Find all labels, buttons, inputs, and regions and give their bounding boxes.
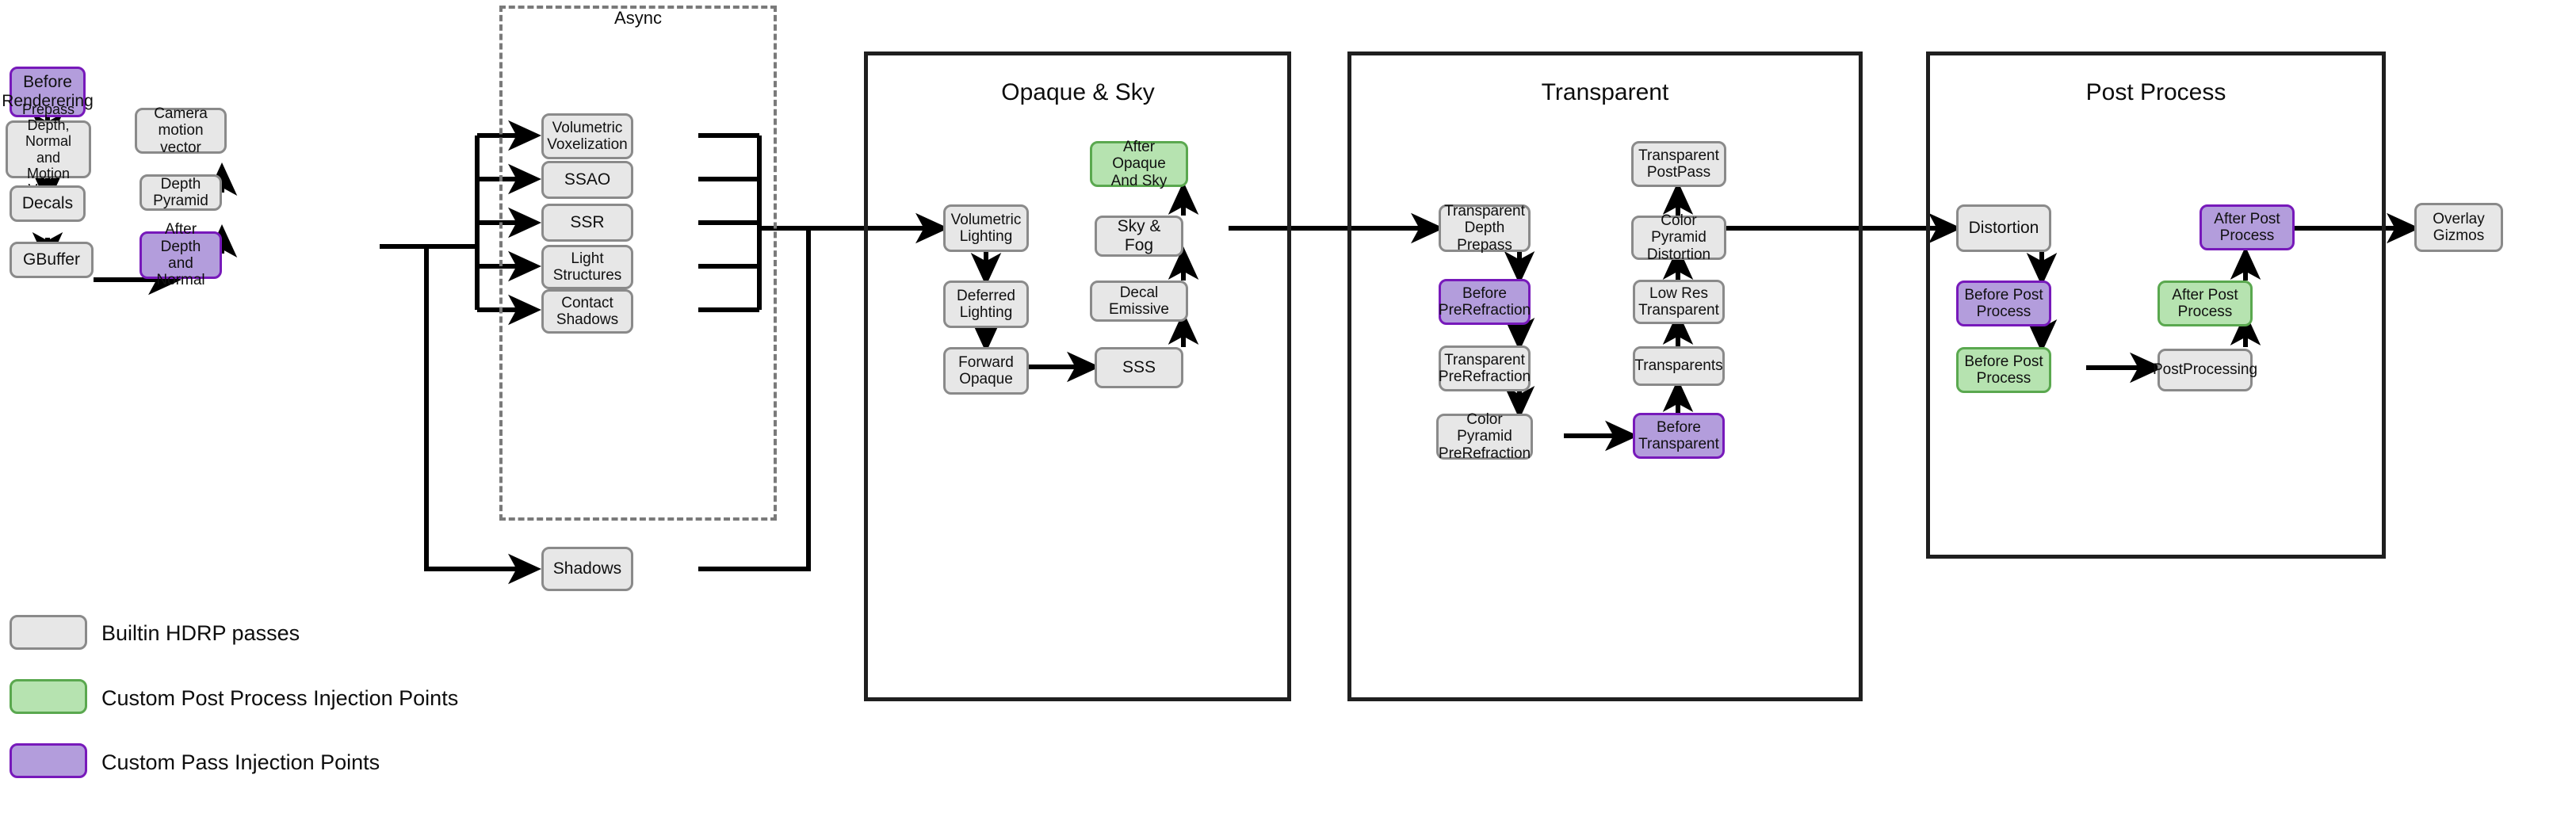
node-after-opaque-and-sky[interactable]: After Opaque And Sky	[1090, 139, 1188, 189]
node-gbuffer[interactable]: GBuffer	[10, 242, 94, 278]
node-forward-opaque[interactable]: Forward Opaque	[943, 347, 1029, 395]
section-title-post-process: Post Process	[2085, 79, 2226, 105]
node-depth-pyramid[interactable]: Depth Pyramid	[140, 174, 222, 211]
node-after-post-process-pass[interactable]: After Post Process	[2200, 204, 2295, 250]
node-ssr[interactable]: SSR	[541, 204, 633, 242]
node-volumetric-lighting[interactable]: Volumetric Lighting	[943, 204, 1029, 252]
section-title-transparent: Transparent	[1541, 79, 1669, 105]
node-postprocessing[interactable]: PostProcessing	[2153, 349, 2257, 391]
node-overlay-gizmos[interactable]: Overlay Gizmos	[2414, 203, 2503, 252]
node-ssao[interactable]: SSAO	[541, 161, 633, 199]
section-opaque-sky	[864, 52, 1291, 701]
node-prepass[interactable]: Prepass Depth, Normal and Motion Vector	[6, 101, 91, 197]
node-volumetric-voxelization[interactable]: Volumetric Voxelization	[541, 113, 633, 159]
node-color-pyramid-distortion[interactable]: Color Pyramid Distortion	[1631, 212, 1726, 263]
node-decal-emissive[interactable]: Decal Emissive	[1090, 281, 1188, 322]
node-transparent-depth-prepass[interactable]: Transparent Depth Prepass	[1439, 203, 1531, 254]
node-decals[interactable]: Decals	[10, 185, 86, 222]
legend-swatch-custom-pass	[10, 743, 87, 778]
node-before-post-process-pass[interactable]: Before Post Process	[1956, 281, 2051, 326]
node-sss[interactable]: SSS	[1095, 347, 1183, 388]
section-post-process	[1926, 52, 2386, 559]
node-shadows[interactable]: Shadows	[541, 547, 633, 591]
node-before-transparent[interactable]: Before Transparent	[1633, 413, 1725, 459]
node-before-rendering[interactable]: Before Renderering	[2, 67, 94, 117]
legend-swatch-custom-post	[10, 679, 87, 714]
node-before-post-process-post[interactable]: Before Post Process	[1956, 347, 2051, 393]
legend-swatch-builtin	[10, 615, 87, 650]
legend-label-builtin: Builtin HDRP passes	[101, 621, 300, 645]
node-camera-motion-vector[interactable]: Camera motion vector	[135, 105, 227, 156]
node-distortion[interactable]: Distortion	[1956, 204, 2051, 252]
node-contact-shadows[interactable]: Contact Shadows	[541, 289, 633, 334]
legend-label-custom-post: Custom Post Process Injection Points	[101, 686, 459, 710]
node-sky-and-fog[interactable]: Sky & Fog	[1095, 216, 1183, 257]
legend-label-custom-pass: Custom Pass Injection Points	[101, 750, 380, 774]
node-color-pyramid-prerefraction[interactable]: Color Pyramid PreRefraction	[1436, 411, 1533, 462]
node-after-depth-and-normal[interactable]: After Depth and Normal	[140, 221, 222, 288]
node-before-prerefraction[interactable]: Before PreRefraction	[1439, 279, 1531, 325]
async-group-title: Async	[614, 8, 662, 28]
node-after-post-process-post[interactable]: After Post Process	[2157, 281, 2253, 326]
node-transparent-postpass[interactable]: Transparent PostPass	[1631, 141, 1726, 187]
section-transparent	[1347, 52, 1863, 701]
section-title-opaque-sky: Opaque & Sky	[1001, 79, 1155, 105]
node-low-res-transparent[interactable]: Low Res Transparent	[1633, 280, 1725, 324]
node-light-structures[interactable]: Light Structures	[541, 245, 633, 289]
node-transparents[interactable]: Transparents	[1633, 346, 1725, 386]
node-deferred-lighting[interactable]: Deferred Lighting	[943, 281, 1029, 328]
async-group	[499, 6, 777, 521]
node-transparent-prerefraction[interactable]: Transparent PreRefraction	[1439, 345, 1531, 391]
